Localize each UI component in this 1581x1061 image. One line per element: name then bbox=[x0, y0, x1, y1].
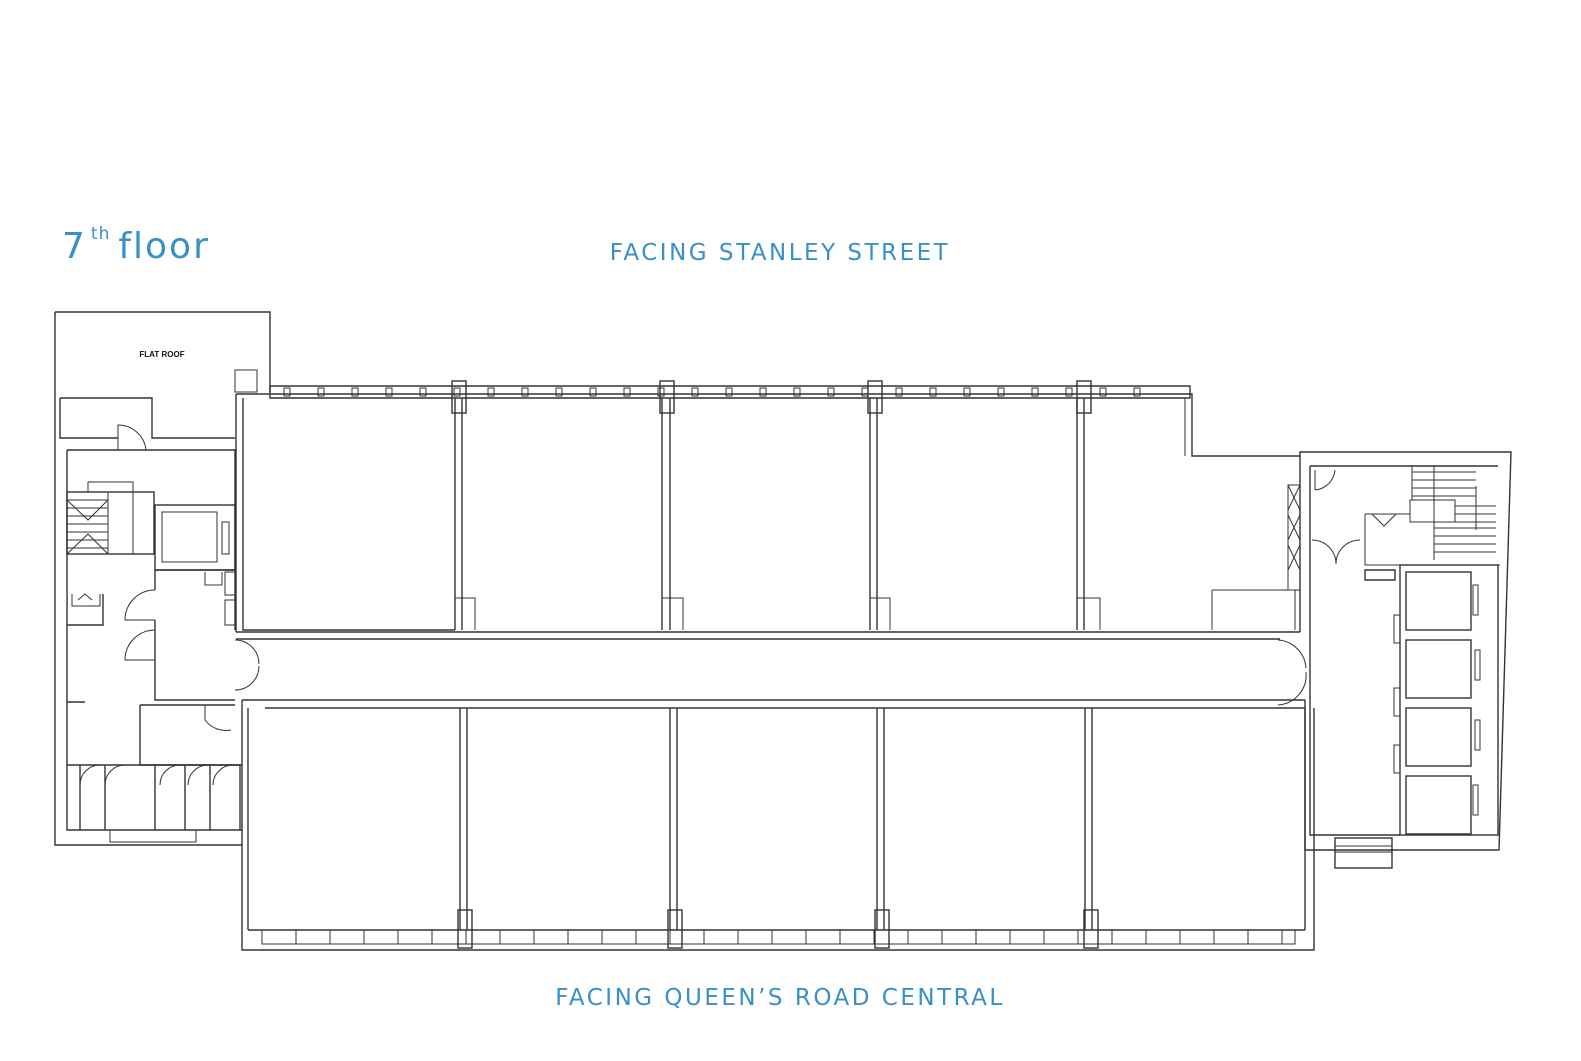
east-stair bbox=[1364, 466, 1500, 566]
window-mullion bbox=[725, 387, 733, 397]
door-swing bbox=[1311, 539, 1361, 565]
toilet-cubicles bbox=[67, 764, 242, 843]
north-facade bbox=[269, 385, 1191, 399]
north-mullions bbox=[283, 387, 1141, 397]
floor-suffix: th bbox=[90, 224, 111, 244]
corridor-walls bbox=[236, 631, 1305, 709]
west-stair bbox=[66, 481, 155, 555]
south-street-label: FACING QUEEN’S ROAD CENTRAL bbox=[555, 985, 1005, 1011]
window-mullion bbox=[385, 387, 393, 397]
east-core-walls bbox=[1299, 456, 1498, 836]
flat-roof-outline bbox=[59, 397, 235, 439]
window-mullion bbox=[487, 387, 495, 397]
window-mullion bbox=[1133, 387, 1141, 397]
window-mullion bbox=[317, 387, 325, 397]
window-mullion bbox=[861, 387, 869, 397]
south-mullions bbox=[261, 930, 1296, 945]
door-swing bbox=[204, 705, 232, 731]
north-columns bbox=[451, 380, 1092, 414]
window-mullion bbox=[929, 387, 937, 397]
door-swing bbox=[234, 639, 260, 691]
east-lifts bbox=[1393, 564, 1499, 836]
window-mullion bbox=[759, 387, 767, 397]
east-balcony bbox=[1334, 837, 1393, 869]
column bbox=[234, 369, 258, 393]
window-mullion bbox=[623, 387, 631, 397]
door-swing bbox=[124, 589, 156, 661]
window-mullion bbox=[283, 387, 291, 397]
fixture bbox=[204, 571, 236, 626]
main-building-outline bbox=[235, 393, 1512, 951]
floor-word: floor bbox=[118, 226, 210, 267]
west-wing-outline bbox=[54, 311, 271, 846]
door-swing bbox=[1277, 639, 1307, 706]
window-mullion bbox=[895, 387, 903, 397]
window-mullion bbox=[1065, 387, 1073, 397]
window-mullion bbox=[657, 387, 665, 397]
east-balcony-rail bbox=[1335, 845, 1392, 853]
window-mullion bbox=[453, 387, 461, 397]
north-street-label: FACING STANLEY STREET bbox=[609, 240, 951, 266]
fixture bbox=[71, 593, 101, 607]
flat-roof-label: FLAT ROOF bbox=[139, 350, 185, 359]
door-swing bbox=[117, 424, 147, 451]
window-mullion bbox=[963, 387, 971, 397]
east-shaft bbox=[1287, 484, 1301, 591]
floor-number: 7 bbox=[62, 226, 87, 267]
north-offices bbox=[242, 398, 1296, 631]
window-mullion bbox=[589, 387, 597, 397]
south-offices bbox=[247, 708, 1306, 949]
window-mullion bbox=[827, 387, 835, 397]
south-facade-frame bbox=[261, 930, 1296, 945]
window-mullion bbox=[691, 387, 699, 397]
window-mullion bbox=[419, 387, 427, 397]
window-mullion bbox=[521, 387, 529, 397]
west-lift bbox=[154, 504, 236, 571]
window-mullion bbox=[1031, 387, 1039, 397]
window-mullion bbox=[793, 387, 801, 397]
window-mullion bbox=[555, 387, 563, 397]
door-swing bbox=[1314, 469, 1336, 491]
window-mullion bbox=[1099, 387, 1107, 397]
window-mullion bbox=[997, 387, 1005, 397]
window-mullion bbox=[351, 387, 359, 397]
